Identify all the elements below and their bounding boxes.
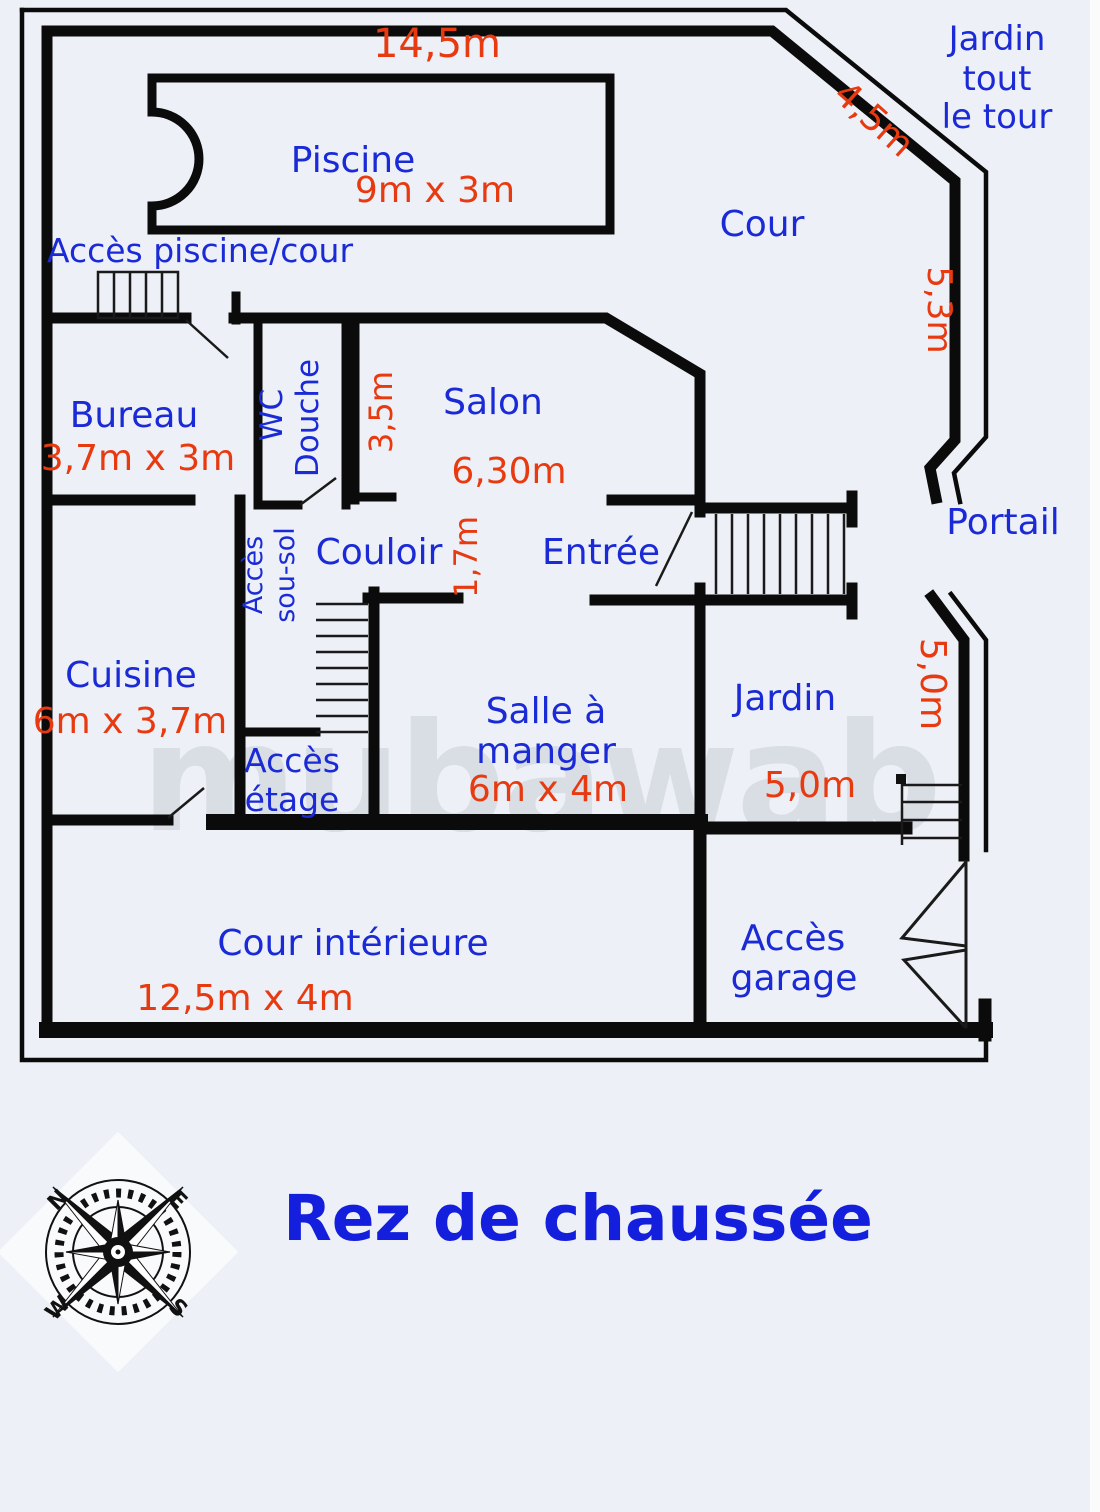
- compass-rose-icon: N E S W: [0, 1131, 239, 1373]
- door-swing-entree: [654, 511, 694, 587]
- dim-top-width: 14,5m: [373, 21, 501, 67]
- label-cour: Cour: [720, 204, 805, 245]
- wall-inner-top-right: [41, 25, 961, 505]
- label-acces-etage-1: Accès: [244, 741, 340, 780]
- dim-jardin-width: 5,0m: [764, 765, 856, 806]
- dim-bureau: 3,7m x 3m: [41, 438, 235, 479]
- label-cour-interieure: Cour intérieure: [217, 923, 488, 964]
- label-jardin-tout-3: le tour: [942, 97, 1053, 137]
- label-douche: Douche: [290, 359, 326, 477]
- label-jardin-tout-1: Jardin: [947, 19, 1046, 59]
- dim-salle-a-manger: 6m x 4m: [468, 769, 628, 810]
- steps-garage: [896, 774, 962, 845]
- label-acces-etage-2: étage: [245, 780, 340, 819]
- dim-jardin-side: 5,0m: [912, 638, 953, 730]
- label-acces-piscine-cour: Accès piscine/cour: [47, 231, 353, 270]
- page-edge: [1090, 0, 1100, 1512]
- label-acces-garage-2: garage: [731, 958, 858, 999]
- label-cuisine: Cuisine: [65, 655, 197, 696]
- stairs-entrance: [589, 490, 858, 620]
- label-salle-a-manger-1: Salle à: [486, 691, 607, 732]
- wall-row-top: [228, 312, 706, 518]
- dim-salon-depth: 3,5m: [362, 371, 400, 453]
- label-salle-a-manger-2: manger: [476, 731, 616, 772]
- page-title: Rez de chaussée: [283, 1182, 873, 1255]
- label-piscine: Piscine: [291, 140, 415, 181]
- door-swing-cuisine: [167, 787, 205, 819]
- label-salon: Salon: [443, 382, 543, 423]
- dim-cuisine: 6m x 3,7m: [33, 701, 227, 742]
- label-portail: Portail: [946, 502, 1059, 543]
- label-acces-garage-1: Accès: [741, 918, 845, 959]
- wall-pool: [147, 73, 615, 235]
- label-acces-sous-sol-2: sou-sol: [270, 527, 301, 623]
- label-wc: WC: [254, 389, 290, 441]
- label-jardin-tout-2: tout: [962, 59, 1031, 99]
- wall-outer-right-lower: [947, 590, 989, 853]
- dim-right-upper: 5,3m: [919, 266, 959, 353]
- stairs-pool-access: [96, 270, 180, 320]
- label-entree: Entrée: [542, 532, 660, 573]
- dim-salon-width: 6,30m: [451, 451, 566, 492]
- wall-outer-top-right: [19, 7, 989, 505]
- door-swing-court: [185, 319, 229, 359]
- walls: [19, 7, 993, 1063]
- dim-cour-interieure: 12,5m x 4m: [136, 978, 353, 1019]
- label-jardin: Jardin: [732, 678, 837, 719]
- label-couloir: Couloir: [316, 532, 443, 573]
- dim-couloir: 1,7m: [447, 516, 485, 598]
- label-acces-sous-sol-1: Accès: [238, 536, 269, 614]
- label-bureau: Bureau: [70, 395, 199, 436]
- labels: 14,5m Jardin tout le tour 4,5m Piscine 9…: [33, 19, 1060, 1019]
- garage-gate-icon: [899, 860, 968, 1030]
- dim-piscine: 9m x 3m: [355, 170, 515, 211]
- door-swing-wc: [299, 477, 337, 506]
- wall-inner-right-lower: [924, 589, 970, 862]
- watermark: mubawab: [141, 692, 939, 866]
- stairs-interior: [234, 494, 464, 830]
